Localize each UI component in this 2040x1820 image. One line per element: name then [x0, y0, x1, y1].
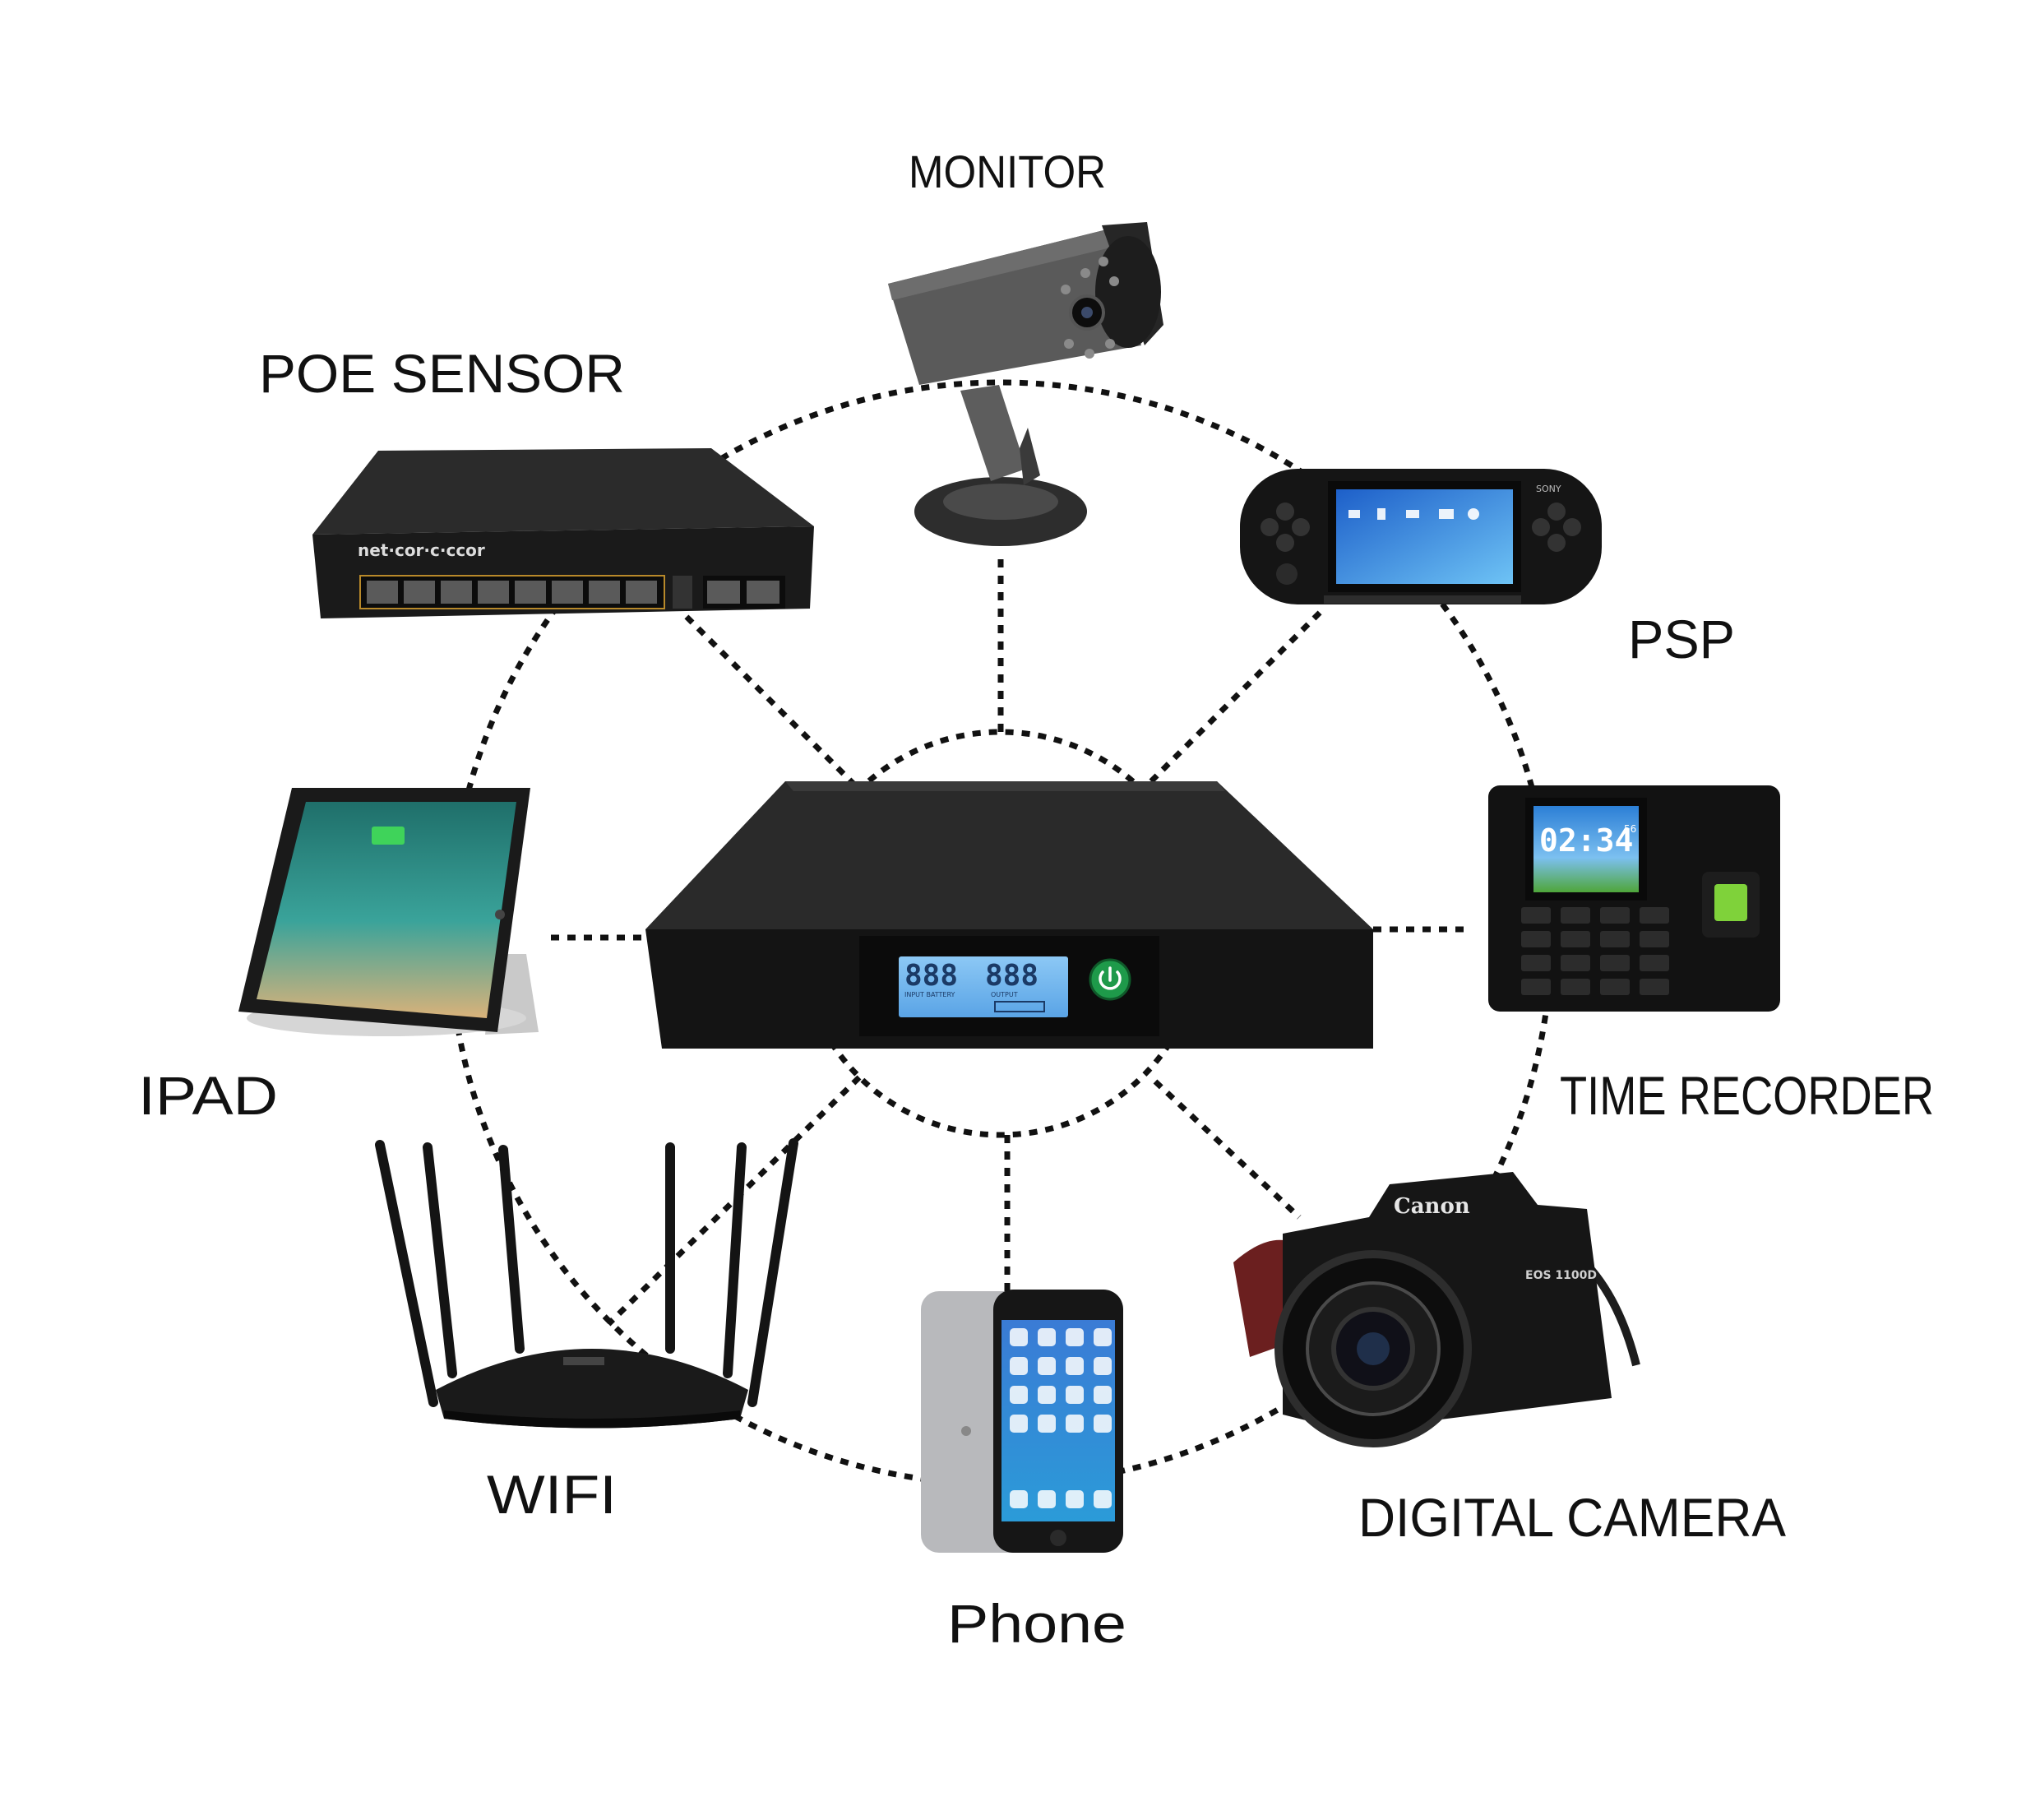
cctv-camera-icon	[888, 222, 1163, 546]
switch-brand-text: net·cor·c·ccor	[358, 540, 485, 560]
hub-lcd-caption-right: OUTPUT	[991, 991, 1018, 998]
camera-model-text: EOS 1100D	[1525, 1269, 1597, 1282]
psp-brand-text: SONY	[1536, 484, 1561, 494]
hub-lcd-caption-left: INPUT BATTERY	[904, 991, 955, 998]
camera-brand-text: Canon	[1394, 1194, 1470, 1219]
power-icon	[1099, 966, 1122, 990]
handheld-console-icon: SONY	[1240, 469, 1602, 604]
fingerprint-clock-icon: 02:34 56	[1488, 785, 1780, 1012]
label-digital-camera: DIGITAL CAMERA	[1358, 1487, 1786, 1548]
label-wifi: WIFI	[487, 1464, 617, 1525]
hub-lcd-right: 888	[985, 959, 1039, 993]
device-labels: MONITOR POE SENSOR PSP IPAD TIME RECORDE…	[138, 146, 1934, 1654]
clock-time-text: 02:34	[1539, 822, 1633, 859]
network-switch-icon: net·cor·c·ccor	[312, 448, 814, 618]
dslr-camera-icon: Canon EOS 1100D	[1233, 1172, 1640, 1447]
hub-lcd-left: 888	[904, 959, 958, 993]
router-icon	[375, 1138, 798, 1429]
clock-seconds-text: 56	[1624, 823, 1636, 835]
label-time-recorder: TIME RECORDER	[1560, 1065, 1934, 1126]
label-phone: Phone	[947, 1593, 1126, 1654]
tablet-icon	[238, 788, 539, 1036]
label-monitor: MONITOR	[909, 146, 1106, 197]
link-digital-camera	[1153, 1079, 1302, 1220]
link-psp	[1149, 606, 1326, 784]
link-poe-sensor	[680, 610, 858, 788]
label-psp: PSP	[1628, 609, 1735, 669]
power-button[interactable]	[1089, 958, 1131, 1001]
label-poe-sensor: POE SENSOR	[259, 343, 625, 404]
label-ipad: IPAD	[138, 1065, 278, 1126]
hub-device: 888 888 INPUT BATTERY OUTPUT	[645, 781, 1373, 1049]
smartphone-icon	[921, 1290, 1123, 1553]
